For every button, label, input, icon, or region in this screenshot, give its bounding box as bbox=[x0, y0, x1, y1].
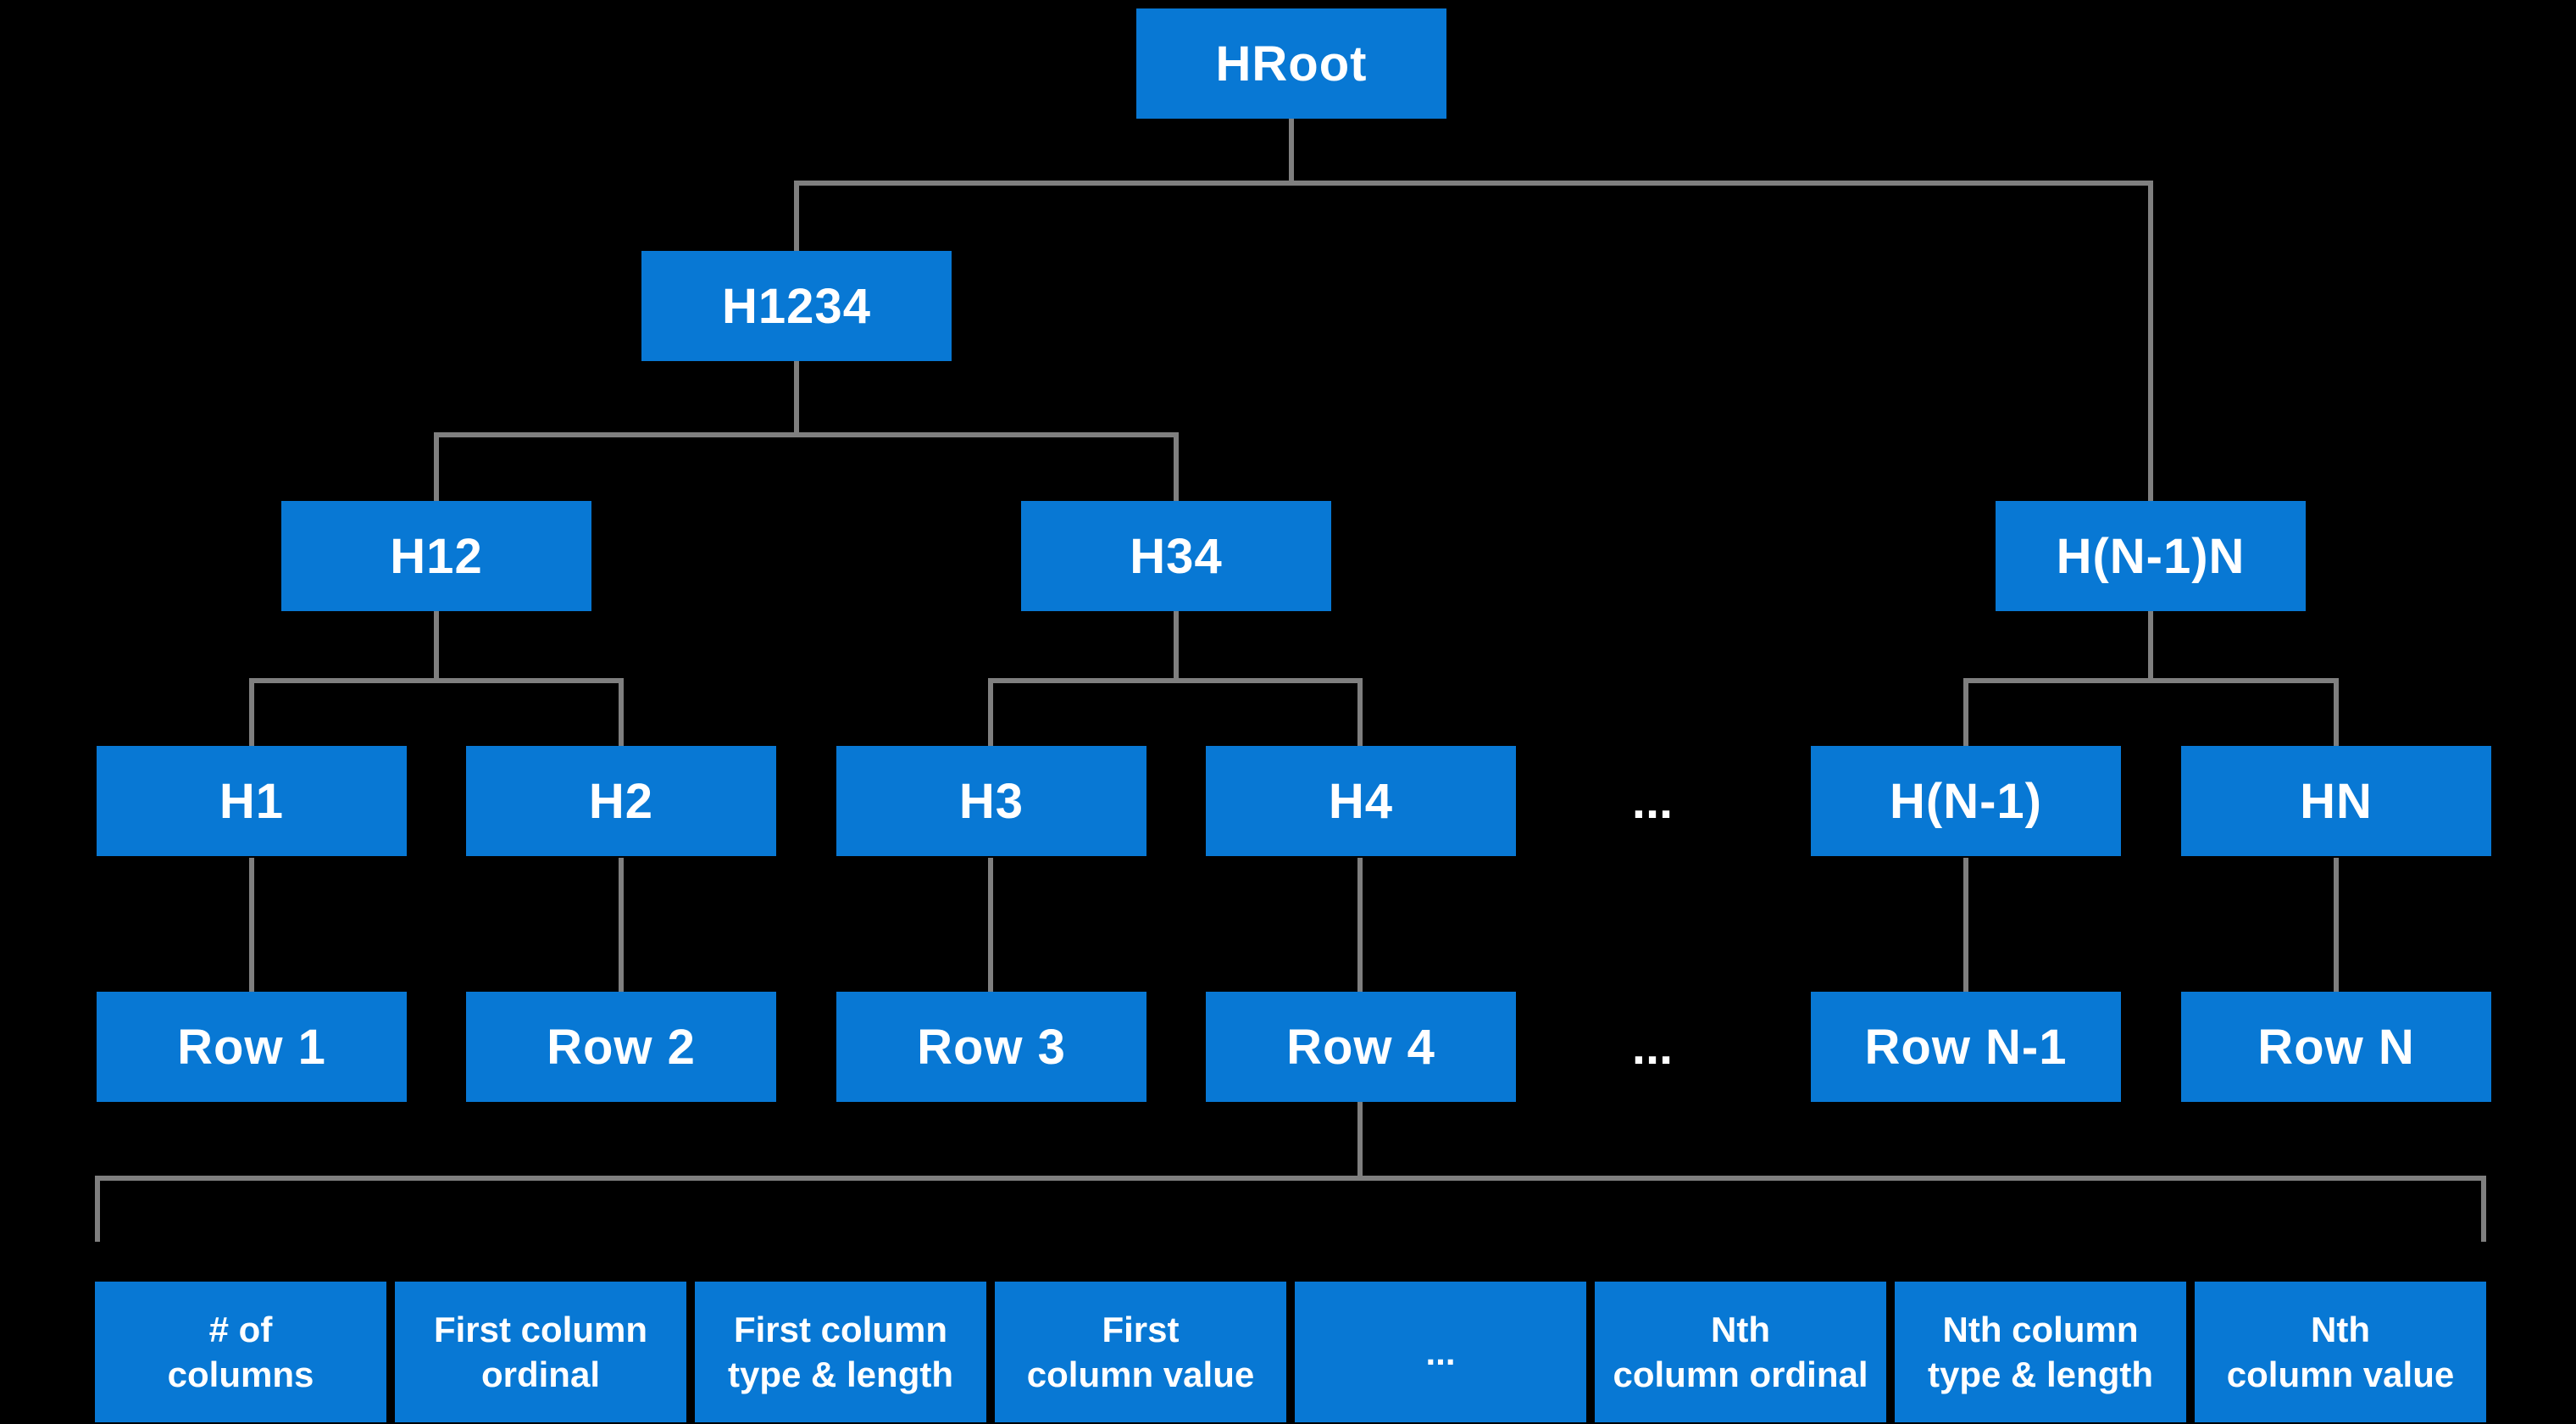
connector-drop-hn1n bbox=[2148, 186, 2153, 501]
connector-bracket-tick-left bbox=[95, 1181, 100, 1242]
field-line-2: ordinal bbox=[480, 1354, 600, 1394]
field-line-1: First column bbox=[733, 1310, 948, 1349]
connector-h3-row3 bbox=[988, 858, 993, 992]
node-hn1n: H(N-1)N bbox=[1996, 501, 2306, 611]
field-line-2: columns bbox=[167, 1354, 314, 1394]
node-h1: H1 bbox=[97, 746, 407, 856]
field-line-1: Nth bbox=[2311, 1310, 2370, 1349]
field-line-2: type & length bbox=[727, 1354, 953, 1394]
connector-h1234-stem bbox=[794, 361, 799, 437]
node-row-3: Row 3 bbox=[836, 992, 1146, 1102]
node-h4: H4 bbox=[1206, 746, 1516, 856]
connector-h34-stem bbox=[1174, 611, 1179, 683]
connector-drop-h2 bbox=[619, 683, 624, 746]
field-line-2: column value bbox=[1026, 1354, 1255, 1394]
node-row-n1: Row N-1 bbox=[1811, 992, 2121, 1102]
connector-hn1n-bar bbox=[1963, 678, 2339, 683]
connector-h34-bar bbox=[988, 678, 1363, 683]
field-first-column-type-length: First column type & length bbox=[695, 1282, 986, 1422]
field-nth-column-type-length: Nth column type & length bbox=[1895, 1282, 2186, 1422]
field-first-column-ordinal: First column ordinal bbox=[395, 1282, 686, 1422]
field-line-1: # of bbox=[208, 1310, 273, 1349]
connector-h12-stem bbox=[434, 611, 439, 683]
connector-drop-h1 bbox=[249, 683, 254, 746]
connector-bracket-tick-right bbox=[2481, 1181, 2486, 1242]
row-ellipsis: ... bbox=[1631, 1019, 1674, 1075]
connector-drop-h12 bbox=[434, 437, 439, 501]
connector-drop-h4 bbox=[1357, 683, 1363, 746]
connector-drop-h34 bbox=[1174, 437, 1179, 501]
connector-drop-hn1 bbox=[1963, 683, 1968, 746]
node-h12: H12 bbox=[281, 501, 591, 611]
field-line-1: First column bbox=[433, 1310, 648, 1349]
connector-row4-stem bbox=[1357, 1102, 1363, 1181]
connector-h1234-bar bbox=[434, 432, 1179, 437]
leaf-ellipsis: ... bbox=[1631, 773, 1674, 829]
node-h1234: H1234 bbox=[641, 251, 952, 361]
node-row-4: Row 4 bbox=[1206, 992, 1516, 1102]
connector-drop-h3 bbox=[988, 683, 993, 746]
connector-record-bracket bbox=[95, 1176, 2486, 1181]
node-row-n: Row N bbox=[2181, 992, 2491, 1102]
field-line-1: Nth bbox=[1711, 1310, 1770, 1349]
node-row-1: Row 1 bbox=[97, 992, 407, 1102]
connector-hn1n-stem bbox=[2148, 611, 2153, 683]
field-first-column-value: First column value bbox=[995, 1282, 1286, 1422]
node-hn: HN bbox=[2181, 746, 2491, 856]
connector-hroot-bar bbox=[794, 181, 2153, 186]
connector-h1-row1 bbox=[249, 858, 254, 992]
field-nth-column-value: Nth column value bbox=[2195, 1282, 2486, 1422]
field-line-2: type & length bbox=[1927, 1354, 2153, 1394]
connector-hn1-rown1 bbox=[1963, 858, 1968, 992]
connector-hn-rown bbox=[2334, 858, 2339, 992]
node-row-2: Row 2 bbox=[466, 992, 776, 1102]
field-line-1: ... bbox=[1425, 1332, 1456, 1372]
field-line-1: First bbox=[1102, 1310, 1180, 1349]
connector-h12-bar bbox=[249, 678, 624, 683]
connector-drop-h1234 bbox=[794, 186, 799, 251]
field-line-2: column value bbox=[2226, 1354, 2455, 1394]
node-hn1: H(N-1) bbox=[1811, 746, 2121, 856]
field-ellipsis: ... bbox=[1295, 1282, 1586, 1422]
field-line-1: Nth column bbox=[1942, 1310, 2139, 1349]
node-h2: H2 bbox=[466, 746, 776, 856]
field-line-2: column ordinal bbox=[1613, 1354, 1868, 1394]
node-h34: H34 bbox=[1021, 501, 1331, 611]
connector-h4-row4 bbox=[1357, 858, 1363, 992]
connector-h2-row2 bbox=[619, 858, 624, 992]
connector-hroot-stem bbox=[1289, 119, 1294, 186]
node-h3: H3 bbox=[836, 746, 1146, 856]
field-nth-column-ordinal: Nth column ordinal bbox=[1595, 1282, 1886, 1422]
connector-drop-hn bbox=[2334, 683, 2339, 746]
field-num-columns: # of columns bbox=[95, 1282, 386, 1422]
node-hroot: HRoot bbox=[1136, 8, 1446, 119]
